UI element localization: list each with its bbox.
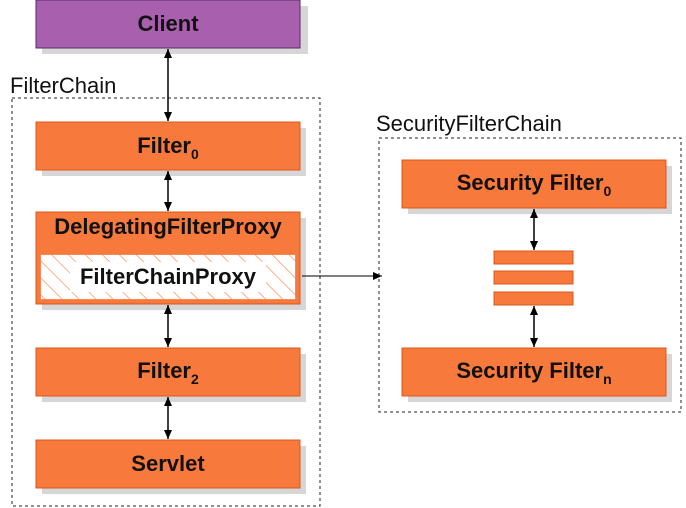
security-filter-0-label: Security Filter0 [457, 170, 612, 199]
filter-2-node: Filter2 [35, 347, 306, 402]
filter-chain-proxy-label: FilterChainProxy [80, 264, 257, 289]
security-filter-chain-title: SecurityFilterChain [376, 111, 562, 136]
filter-chain-border [11, 97, 321, 507]
filter-chain-group: FilterChain [10, 73, 321, 507]
filter-2-label: Filter2 [137, 358, 199, 387]
ellipsis-bar [493, 291, 574, 306]
security-filter-chain-border [378, 137, 682, 413]
servlet-node: Servlet [35, 439, 306, 494]
ellipsis-bar [493, 250, 574, 265]
more-filters-indicator [493, 250, 574, 306]
filter-chain-proxy-node: FilterChainProxy [39, 253, 297, 301]
filter-0-node: Filter0 [35, 121, 306, 176]
ellipsis-bar [493, 270, 574, 285]
filter-0-label: Filter0 [137, 133, 199, 162]
client-label: Client [137, 11, 199, 36]
filter-chain-title: FilterChain [10, 73, 116, 98]
client-node: Client [35, 0, 308, 54]
security-filter-chain-group: SecurityFilterChain [376, 111, 682, 413]
delegating-filter-proxy-node: DelegatingFilterProxy FilterChainProxy [35, 211, 306, 310]
delegating-filter-proxy-label: DelegatingFilterProxy [54, 214, 282, 239]
servlet-label: Servlet [131, 451, 205, 476]
security-filter-n-label: Security Filtern [456, 358, 611, 387]
security-filter-0-node: Security Filter0 [401, 159, 672, 214]
security-filter-n-node: Security Filtern [401, 347, 672, 402]
